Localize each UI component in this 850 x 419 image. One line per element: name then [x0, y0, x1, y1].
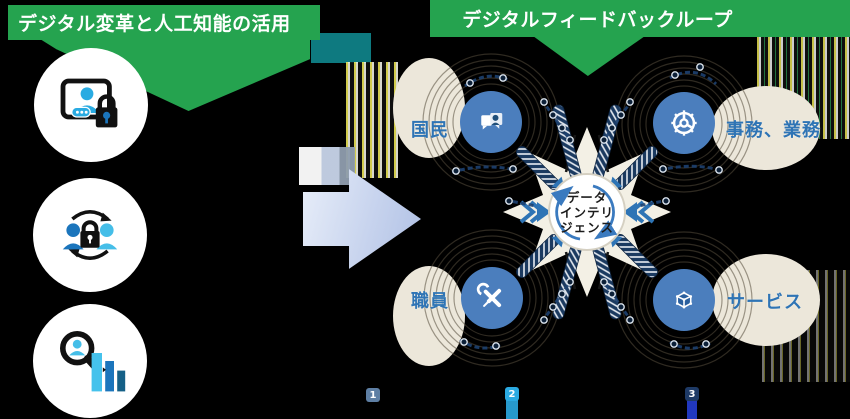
center-label: データ インテリ ジェンス — [549, 190, 625, 235]
legend-marker-2: 2 — [505, 387, 519, 401]
label-staff: 職員 — [411, 291, 449, 312]
legend-marker-1: 1 — [366, 388, 380, 402]
gear-wheel-icon — [671, 110, 697, 136]
node-citizens — [460, 91, 522, 153]
center-label-line3: ジェンス — [560, 220, 614, 235]
panel-circle-exchange — [33, 178, 147, 292]
cube-icon — [675, 291, 693, 309]
person-search-chart-icon — [60, 331, 126, 392]
chat-feedback-icon — [481, 113, 503, 130]
artifact-teal-patch — [311, 33, 371, 63]
right-header-title: デジタルフィードバックループ — [462, 9, 733, 31]
panel-circle-analytics — [33, 304, 147, 418]
center-label-line2: インテリ — [559, 205, 614, 220]
node-staff — [461, 267, 523, 329]
legend-number-2: 2 — [508, 388, 516, 400]
legend-number-1: 1 — [369, 389, 377, 401]
node-services — [653, 269, 715, 331]
tools-icon — [476, 282, 502, 308]
screen-user-lock-icon — [60, 78, 118, 128]
people-sync-lock-icon — [62, 210, 118, 260]
legend-number-3: 3 — [688, 388, 696, 400]
artifact-patch-center — [299, 147, 355, 185]
left-header-title: デジタル変革と人工知能の活用 — [18, 13, 291, 35]
legend-bar-3 — [687, 400, 697, 419]
trail-nodes — [452, 63, 723, 350]
right-header: デジタルフィードバックループ — [430, 0, 850, 37]
legend-bar-2 — [506, 400, 518, 419]
panel-circle-privacy — [34, 48, 148, 162]
left-header: デジタル変革と人工知能の活用 — [8, 5, 320, 40]
feedback-loop-graphic — [393, 53, 820, 369]
label-services: サービス — [727, 292, 803, 313]
node-operations — [653, 92, 715, 154]
cycle-arrows — [550, 184, 618, 241]
center-label-line1: データ — [566, 190, 608, 205]
legend-marker-3: 3 — [685, 387, 699, 401]
label-citizens: 国民 — [411, 120, 449, 141]
label-operations: 事務、業務 — [726, 120, 821, 141]
